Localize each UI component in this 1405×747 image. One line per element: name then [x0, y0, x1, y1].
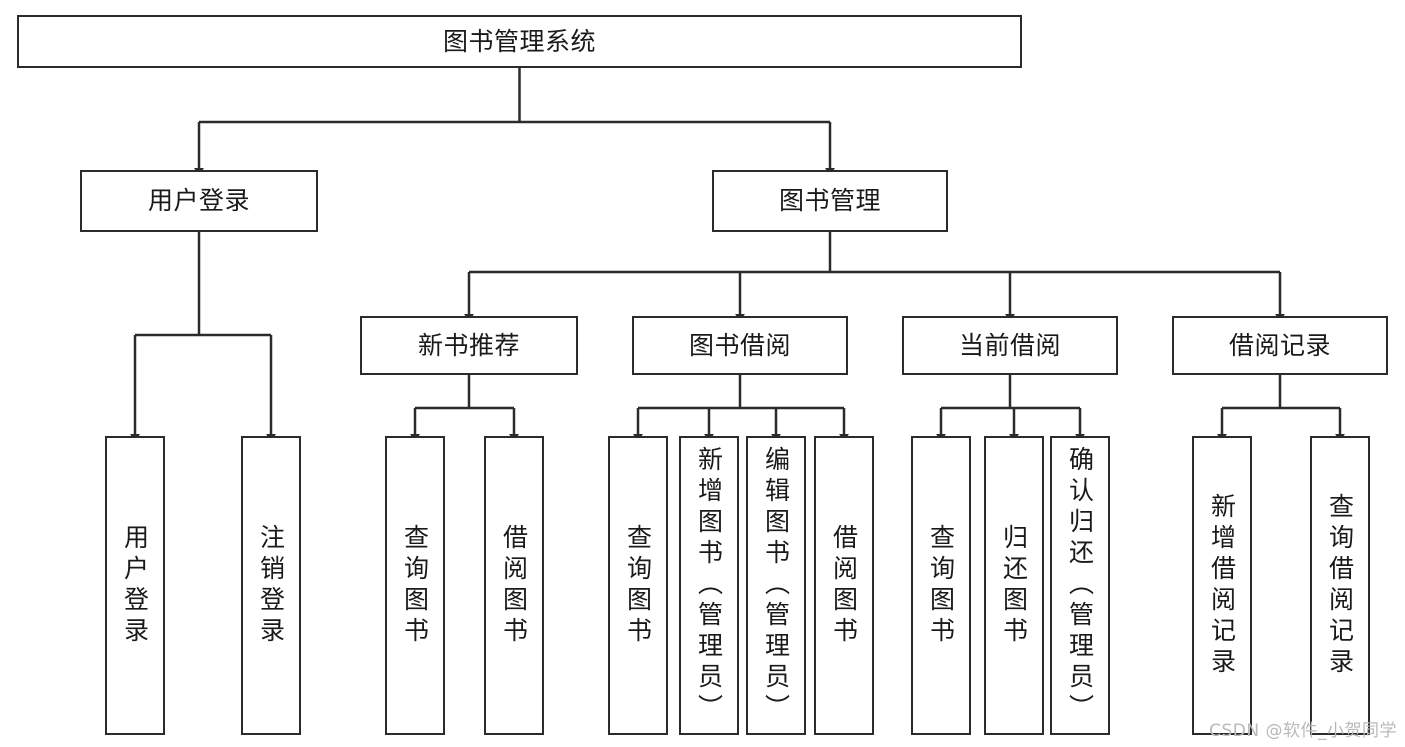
node-leaf_logout[interactable]: 注销登录 — [241, 436, 301, 735]
node-borrow_record[interactable]: 借阅记录 — [1172, 316, 1388, 375]
node-label: 注销登录 — [256, 523, 286, 648]
node-label: 用户登录 — [120, 523, 150, 648]
node-label: 图书借阅 — [688, 330, 791, 360]
node-label: 归还图书 — [999, 523, 1029, 648]
node-current_borrow[interactable]: 当前借阅 — [902, 316, 1118, 375]
node-book_borrow[interactable]: 图书借阅 — [632, 316, 848, 375]
node-leaf_edit_book[interactable]: 编辑图书（管理员） — [746, 436, 806, 735]
node-leaf_query_3[interactable]: 查询图书 — [911, 436, 971, 735]
node-leaf_query_1[interactable]: 查询图书 — [385, 436, 445, 735]
watermark-text: CSDN @软件_小贺同学 — [1209, 721, 1397, 741]
node-book_manage[interactable]: 图书管理 — [712, 170, 948, 232]
node-label: 查询借阅记录 — [1325, 492, 1355, 679]
node-leaf_return[interactable]: 归还图书 — [984, 436, 1044, 735]
node-label: 用户登录 — [147, 186, 250, 216]
node-label: 借阅图书 — [499, 523, 529, 648]
node-label: 查询图书 — [400, 523, 430, 648]
node-label: 查询图书 — [623, 523, 653, 648]
node-new_book_rec[interactable]: 新书推荐 — [360, 316, 578, 375]
node-leaf_add_rec[interactable]: 新增借阅记录 — [1192, 436, 1252, 735]
node-label: 确认归还（管理员） — [1065, 446, 1095, 725]
edge-group — [130, 68, 1345, 443]
node-label: 查询图书 — [926, 523, 956, 648]
node-label: 借阅图书 — [829, 523, 859, 648]
node-leaf_confirm[interactable]: 确认归还（管理员） — [1050, 436, 1110, 735]
node-leaf_borrow_1[interactable]: 借阅图书 — [484, 436, 544, 735]
node-user_login[interactable]: 用户登录 — [80, 170, 318, 232]
node-label: 图书管理系统 — [442, 26, 596, 56]
node-leaf_user_login[interactable]: 用户登录 — [105, 436, 165, 735]
node-label: 新书推荐 — [417, 330, 520, 360]
node-root[interactable]: 图书管理系统 — [17, 15, 1022, 68]
node-leaf_borrow_2[interactable]: 借阅图书 — [814, 436, 874, 735]
node-label: 当前借阅 — [958, 330, 1061, 360]
node-label: 编辑图书（管理员） — [761, 446, 791, 725]
node-label: 新增借阅记录 — [1207, 492, 1237, 679]
node-leaf_query_rec[interactable]: 查询借阅记录 — [1310, 436, 1370, 735]
node-label: 图书管理 — [778, 186, 881, 216]
node-label: 借阅记录 — [1228, 330, 1331, 360]
node-leaf_add_book[interactable]: 新增图书（管理员） — [679, 436, 739, 735]
node-label: 新增图书（管理员） — [694, 446, 724, 725]
node-leaf_query_2[interactable]: 查询图书 — [608, 436, 668, 735]
